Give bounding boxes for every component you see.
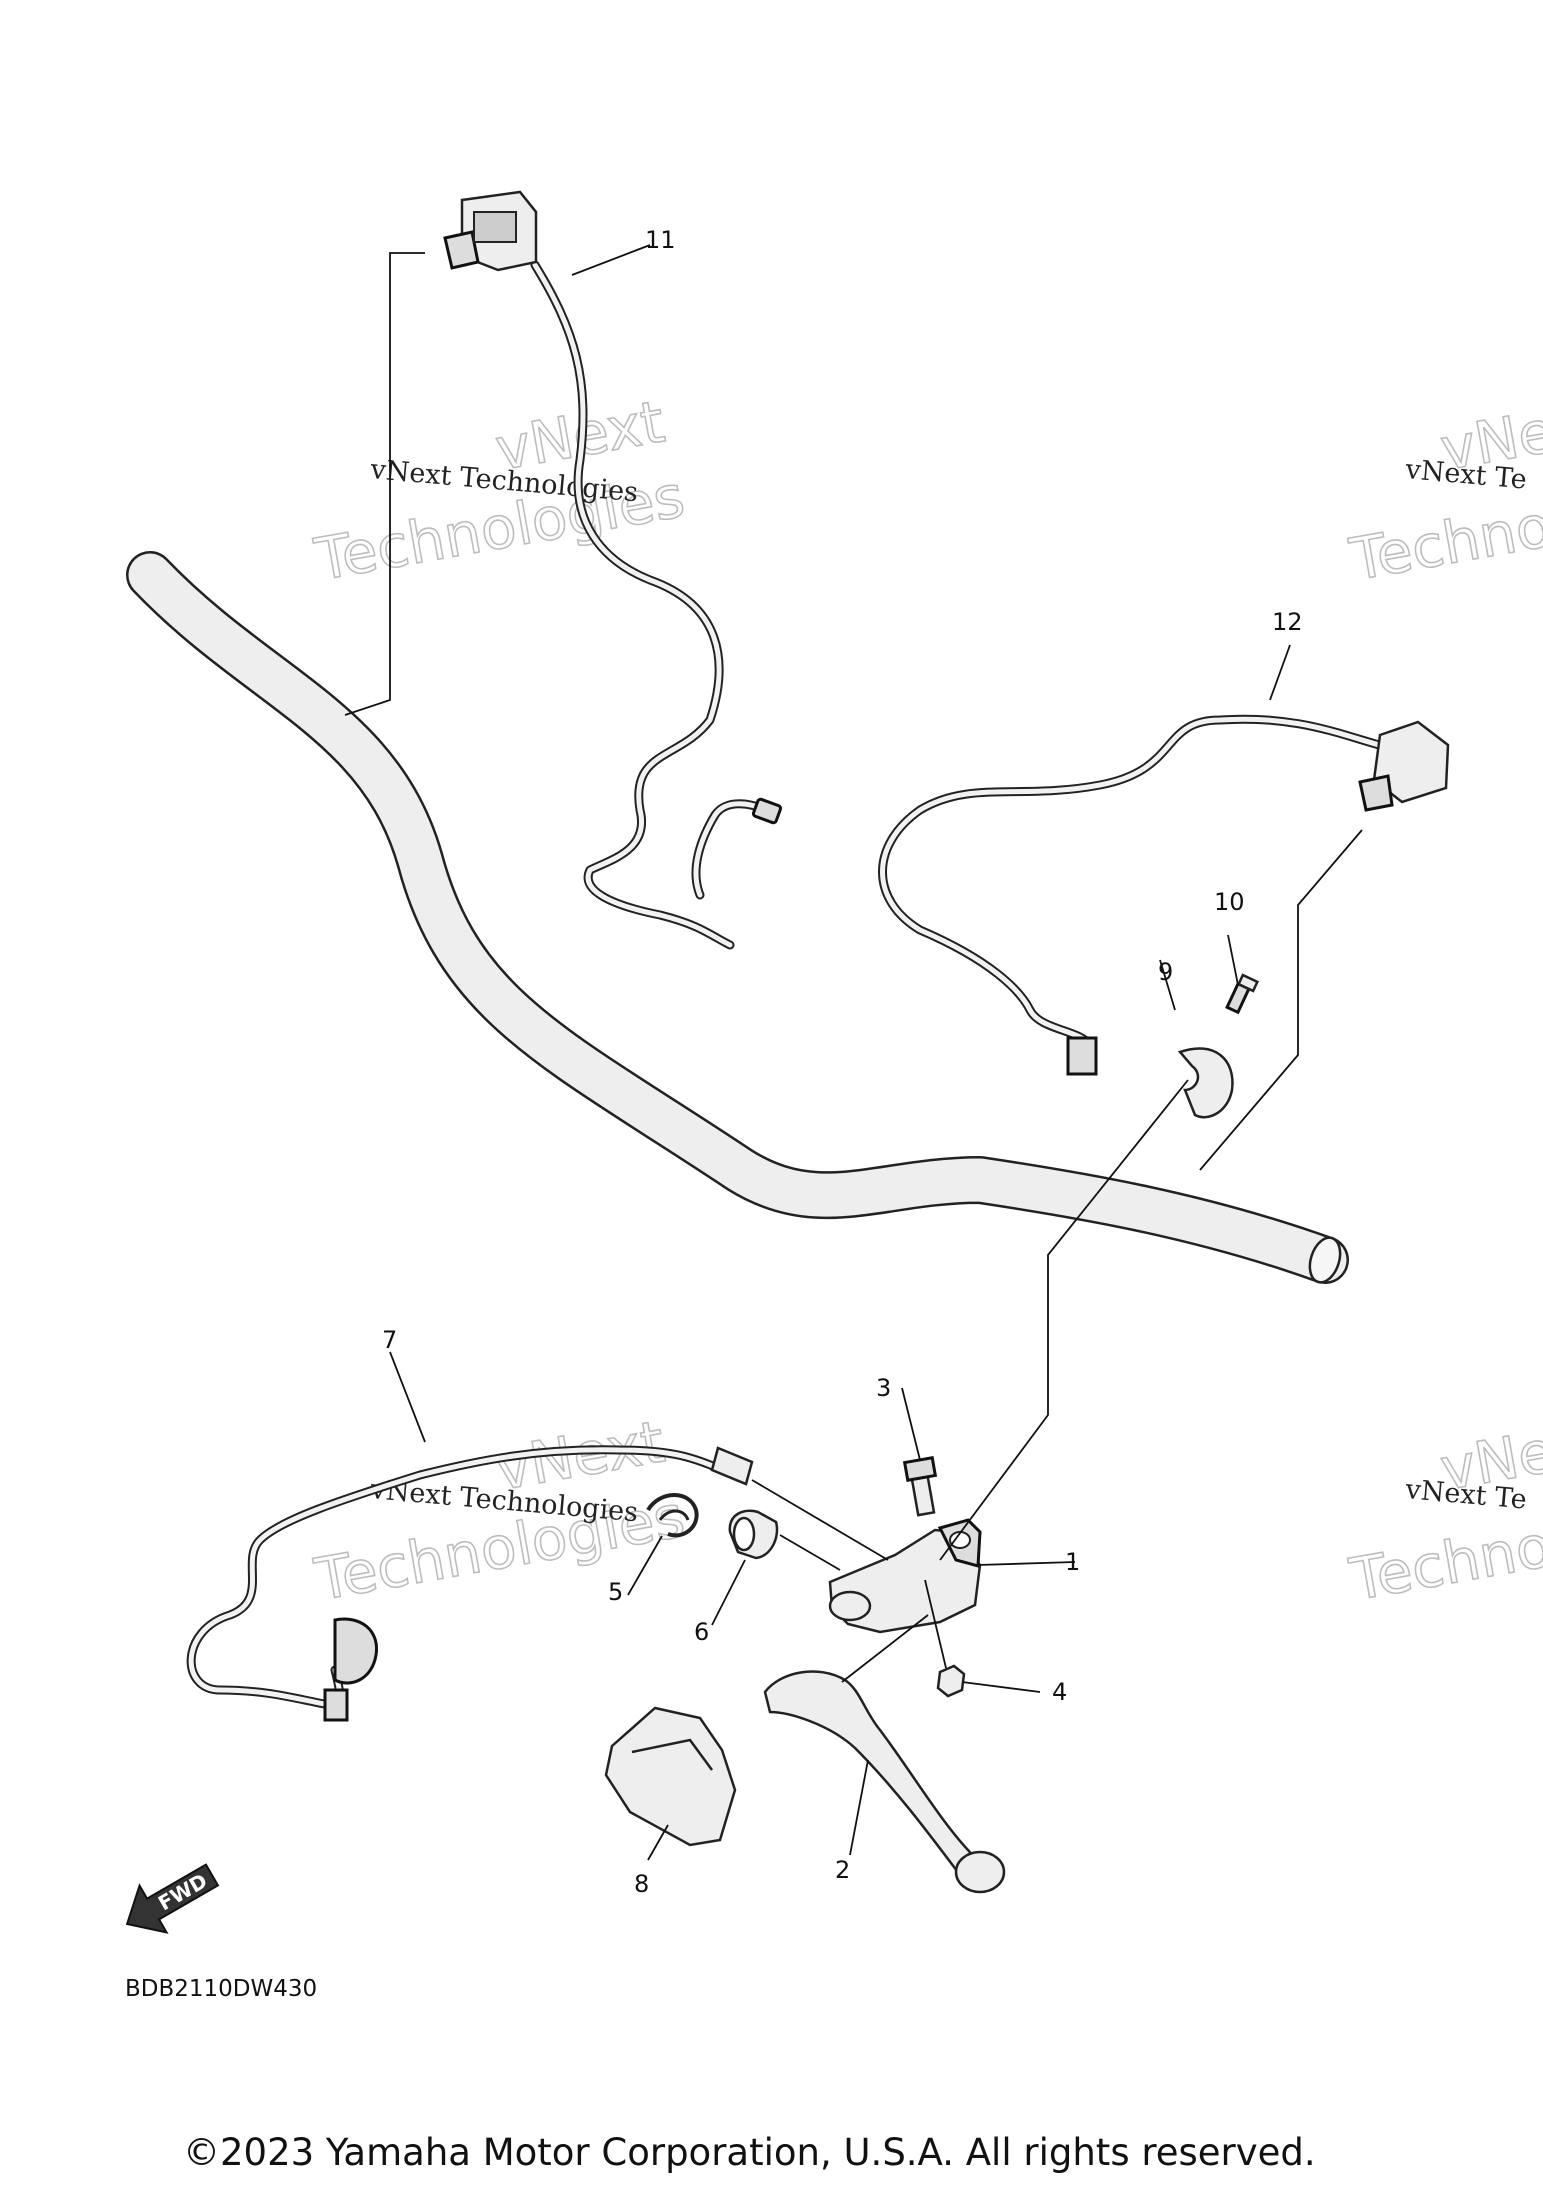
part-10-screw [1225,973,1260,1015]
part-11-switch-assembly [443,190,783,950]
callout-5: 5 [608,1578,623,1606]
handlebar [126,551,1349,1284]
callout-9: 9 [1158,958,1173,986]
part-8-cover [604,1706,737,1847]
part-code: BDB2110DW430 [125,1976,317,2002]
part-7-cable [186,1445,754,1722]
watermark-top-right: vNex Techno vNext Te [1344,391,1543,595]
fwd-label: FWD [154,1868,211,1915]
copyright: ©2023 Yamaha Motor Corporation, U.S.A. A… [183,2131,1316,2174]
callout-1: 1 [1065,1548,1080,1576]
callout-2: 2 [835,1856,850,1884]
callout-11: 11 [645,226,676,254]
callout-3: 3 [876,1374,891,1402]
part-9-clamp [1177,1047,1234,1119]
callout-labels: 1 2 3 4 5 6 7 8 9 10 11 12 [382,226,1303,1898]
watermark-big-2: Techno [1345,492,1543,594]
callout-12: 12 [1272,608,1303,636]
part-4-nut [936,1664,966,1698]
watermark-top-left: vNext Technologies vNext Technologies [309,387,690,595]
callout-7: 7 [382,1326,397,1354]
watermark-big-2: Techno [1345,1512,1543,1614]
part-3-bolt [902,1455,938,1517]
leader-lines [344,244,1363,1861]
part-12-switch-assembly [878,714,1450,1076]
fwd-arrow: FWD [125,1863,220,1934]
callout-10: 10 [1214,888,1245,916]
callout-8: 8 [634,1870,649,1898]
watermark-bottom-left: vNext Technologies vNext Technologies [309,1407,690,1615]
callout-6: 6 [694,1618,709,1646]
callout-4: 4 [1052,1678,1067,1706]
watermark-bottom-right: vNex Techno vNext Te [1344,1411,1543,1615]
part-5-clip [646,1493,699,1538]
part-6-collar [728,1509,779,1560]
part-2-lever [763,1670,1006,1894]
